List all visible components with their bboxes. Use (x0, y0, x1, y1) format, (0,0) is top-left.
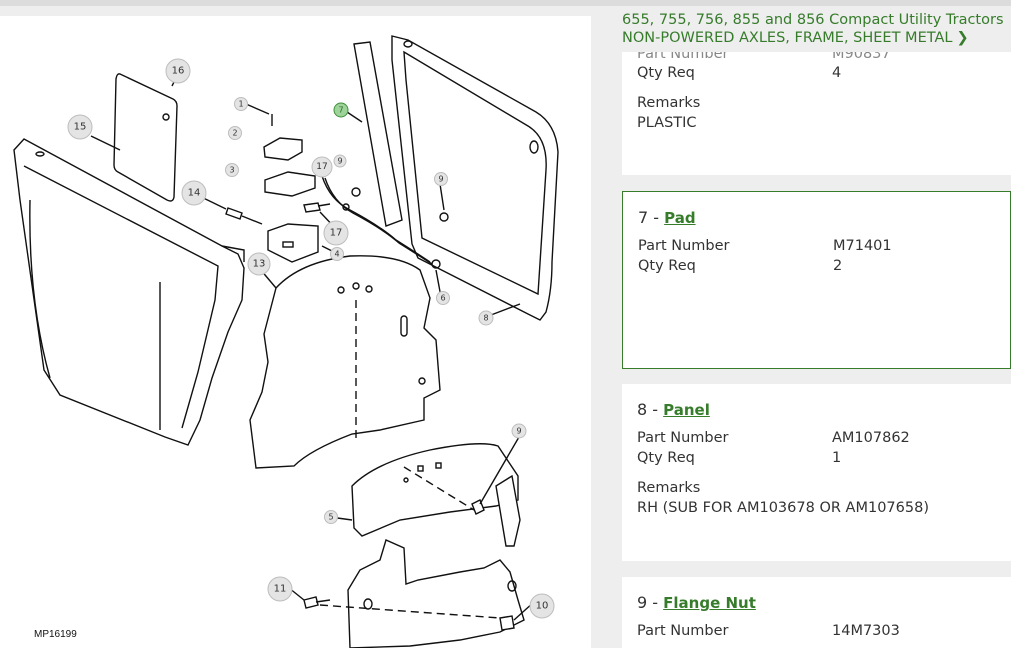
diagram-id: MP16199 (34, 629, 77, 640)
callout-11[interactable]: 11 (267, 576, 293, 602)
callout-3[interactable]: 3 (225, 163, 239, 177)
qty-value: 1 (832, 450, 842, 466)
svg-text:9: 9 (438, 175, 443, 184)
callout-1[interactable]: 1 (234, 97, 248, 111)
callout-4[interactable]: 4 (330, 247, 344, 261)
callout-2[interactable]: 2 (228, 126, 242, 140)
parts-diagram[interactable]: 16 15 1 2 3 14 7 17 9 9 17 4 13 6 8 9 5 … (0, 16, 591, 648)
chevron-right-icon: ❯ (956, 30, 969, 46)
back-panel-12 (249, 255, 441, 469)
svg-text:17: 17 (330, 228, 343, 239)
part-number-row: Part Number 14M7303 (637, 623, 1007, 643)
part-number-label: Part Number (637, 52, 729, 62)
part-name-link[interactable]: Flange Nut (663, 594, 756, 612)
breadcrumb-model[interactable]: 655, 755, 756, 855 and 856 Compact Utili… (622, 12, 1004, 28)
callout-17[interactable]: 17 (323, 220, 349, 246)
qty-value: 4 (832, 65, 842, 81)
svg-text:14: 14 (188, 188, 201, 199)
svg-text:13: 13 (253, 259, 266, 270)
callout-5[interactable]: 5 (324, 510, 338, 524)
plate-15 (113, 73, 178, 202)
svg-text:4: 4 (334, 250, 339, 259)
callout-12[interactable]: 13 (247, 252, 271, 276)
svg-text:3: 3 (229, 166, 234, 175)
part-number-label: Part Number (637, 430, 729, 446)
remarks-label: Remarks (637, 95, 701, 111)
part-title: 9 - Flange Nut (637, 593, 756, 612)
svg-text:9: 9 (337, 157, 342, 166)
svg-text:10: 10 (536, 601, 549, 612)
breadcrumb[interactable]: 655, 755, 756, 855 and 856 Compact Utili… (622, 11, 1011, 47)
remarks-value: RH (SUB FOR AM103678 OR AM107658) (637, 500, 929, 516)
callout-16[interactable]: 17 (311, 156, 333, 178)
part-number-row: Part Number M90837 (637, 52, 1007, 66)
svg-text:16: 16 (172, 66, 185, 77)
pad-7 (353, 41, 403, 227)
remarks-value: PLASTIC (637, 115, 697, 131)
side-shell-13 (13, 138, 245, 446)
breadcrumb-section: NON-POWERED AXLES, FRAME, SHEET METAL (622, 30, 953, 46)
callout-10[interactable]: 10 (529, 593, 555, 619)
part-number-value: AM107862 (832, 430, 910, 446)
part-number-value: 14M7303 (832, 623, 900, 639)
callout-9-right[interactable]: 9 (434, 172, 448, 186)
svg-text:9: 9 (516, 427, 521, 436)
part-card-9[interactable]: 9 - Flange Nut Part Number 14M7303 (622, 577, 1011, 648)
svg-text:5: 5 (328, 513, 333, 522)
callout-6[interactable]: 6 (436, 291, 450, 305)
part-card-8[interactable]: 8 - Panel Part Number AM107862 Qty Req 1… (622, 384, 1011, 561)
callout-15[interactable]: 16 (165, 58, 191, 84)
qty-row: Qty Req 1 (637, 450, 1007, 470)
part-index: 7 (638, 208, 649, 227)
qty-label: Qty Req (637, 450, 695, 466)
svg-text:1: 1 (238, 100, 243, 109)
callout-9-upper[interactable]: 9 (333, 154, 347, 168)
lower-bracket-5 (351, 443, 519, 537)
qty-label: Qty Req (638, 258, 696, 274)
callout-9-lower[interactable]: 9 (511, 423, 527, 439)
svg-text:7: 7 (338, 106, 343, 115)
part-number-row: Part Number M71401 (638, 238, 1008, 258)
part-title: 8 - Panel (637, 400, 710, 419)
part-name-link[interactable]: Panel (663, 401, 710, 419)
qty-row: Qty Req 4 (637, 65, 1007, 85)
part-number-value: M71401 (833, 238, 892, 254)
part-title: 7 - Pad (638, 208, 696, 227)
part-index: 9 (637, 593, 648, 612)
svg-text:11: 11 (274, 584, 287, 595)
top-bar (0, 0, 1011, 6)
part-index: 8 (637, 400, 648, 419)
part-name-link[interactable]: Pad (664, 209, 696, 227)
svg-text:15: 15 (74, 122, 87, 133)
panel-8 (391, 35, 559, 321)
part-number-value: M90837 (832, 52, 891, 62)
breadcrumb-section-link[interactable]: NON-POWERED AXLES, FRAME, SHEET METAL❯ (622, 29, 1011, 47)
exploded-view-drawing: 16 15 1 2 3 14 7 17 9 9 17 4 13 6 8 9 5 … (13, 35, 559, 648)
callout-13[interactable]: 15 (67, 114, 93, 140)
part-card-6: Part Number M90837 Qty Req 4 Remarks PLA… (622, 52, 1011, 175)
part-number-label: Part Number (637, 623, 729, 639)
part-card-7[interactable]: 7 - Pad Part Number M71401 Qty Req 2 (622, 191, 1011, 369)
svg-text:17: 17 (316, 162, 327, 172)
callout-8[interactable]: 8 (478, 310, 494, 326)
callout-7[interactable]: 7 (333, 102, 349, 118)
remarks-label: Remarks (637, 480, 701, 496)
svg-text:8: 8 (483, 314, 488, 323)
svg-text:2: 2 (232, 129, 237, 138)
qty-row: Qty Req 2 (638, 258, 1008, 278)
part-number-label: Part Number (638, 238, 730, 254)
qty-value: 2 (833, 258, 843, 274)
qty-label: Qty Req (637, 65, 695, 81)
callout-14[interactable]: 14 (181, 180, 207, 206)
svg-text:6: 6 (440, 294, 445, 303)
part-number-row: Part Number AM107862 (637, 430, 1007, 450)
